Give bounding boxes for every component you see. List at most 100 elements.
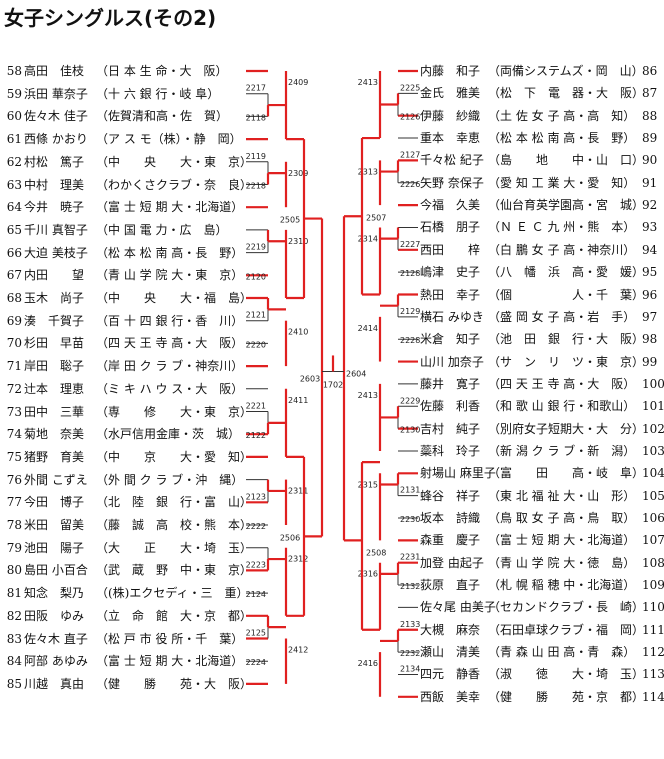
match-label: 2129 — [400, 307, 420, 316]
player-name: 阿部 あゆみ — [24, 654, 88, 669]
player-club: （和 歌 山 銀 行・和歌山） — [488, 399, 636, 414]
player-club: （八 幡 浜 高・愛 媛） — [488, 265, 645, 280]
player-name: 今井 暁子 — [24, 200, 85, 215]
match-label: 2126 — [400, 113, 420, 122]
player-name: 四元 静香 — [420, 667, 481, 682]
seed-number: 101 — [642, 399, 664, 414]
player-name: 蘂科 玲子 — [420, 443, 481, 458]
player-club: （ア ス モ（株）・静 岡） — [96, 132, 242, 147]
seed-number: 89 — [642, 131, 658, 146]
match-label: 2316 — [358, 570, 378, 579]
seed-number: 103 — [642, 443, 664, 458]
match-label: 2505 — [280, 216, 300, 225]
player-club: （専 修 大・東 京） — [96, 404, 253, 419]
player-club: （中 国 電 力・広 島） — [96, 222, 228, 237]
player-club: （松 戸 市 役 所・千 葉） — [96, 631, 244, 646]
player-name: 中村 理美 — [24, 177, 85, 192]
player-club: （水戸信用金庫・茨 城） — [96, 427, 241, 442]
match-label: 2120 — [246, 272, 266, 281]
seed-number: 107 — [642, 533, 664, 548]
match-label: 2218 — [246, 182, 266, 191]
player-name: 今福 久美 — [420, 198, 481, 213]
player-name: 外間 こずえ — [24, 472, 88, 487]
player-club: （両備システムズ・岡 山） — [488, 64, 644, 78]
seed-number: 114 — [642, 689, 664, 704]
player-name: 佐々尾 由美子 — [420, 600, 496, 615]
player-club: （青 山 学 院 大・徳 島） — [488, 555, 636, 570]
match-label: 2507 — [366, 213, 386, 222]
player-club: （松 下 電 器・大 阪） — [488, 86, 645, 101]
player-name: 吉村 純子 — [420, 421, 481, 436]
seed-number: 105 — [642, 488, 664, 503]
player-club: （盛 岡 女 子 高・岩 手） — [488, 309, 636, 324]
final-label: 1702 — [323, 380, 343, 389]
match-label: 2227 — [400, 240, 420, 249]
player-club: （(株)エクセディ・三 重） — [96, 586, 249, 601]
player-club: （鳥 取 女 子 高・鳥 取） — [488, 511, 636, 525]
match-label: 2130 — [400, 426, 420, 435]
player-club: （藤 誠 高 校・熊 本） — [96, 518, 253, 532]
seed-number: 113 — [642, 667, 664, 682]
player-name: 米田 留美 — [24, 518, 85, 532]
seed-number: 95 — [642, 265, 658, 280]
player-club: （愛 知 工 業 大・愛 知） — [488, 175, 636, 190]
match-label: 2309 — [288, 169, 308, 178]
match-label: 2508 — [366, 549, 386, 558]
seed-number: 79 — [6, 540, 22, 555]
player-name: 田阪 ゆみ — [24, 608, 85, 623]
seed-number: 100 — [642, 376, 664, 391]
player-name: 浜田 華奈子 — [24, 86, 88, 101]
match-label: 2230 — [400, 515, 420, 524]
match-label: 2416 — [358, 659, 378, 668]
match-label: 2219 — [246, 243, 266, 252]
player-name: 射場山 麻里子 — [420, 466, 496, 481]
player-name: 知念 梨乃 — [24, 586, 85, 601]
seed-number: 70 — [6, 336, 22, 351]
player-club: （武 蔵 野 中・東 京） — [96, 563, 253, 578]
player-club: （富 士 短 期 大・北海道） — [96, 654, 244, 669]
player-name: 玉木 尚子 — [24, 291, 85, 305]
player-name: 伊藤 紗織 — [420, 108, 481, 123]
player-club: （日 本 生 命・大 阪） — [96, 64, 228, 78]
player-club: （健 勝 苑・大 阪） — [96, 676, 253, 691]
match-label: 2409 — [288, 78, 308, 87]
seed-number: 96 — [642, 287, 658, 302]
player-name: 池田 陽子 — [24, 540, 85, 555]
player-name: 坂本 詩織 — [420, 511, 481, 525]
match-label: 2134 — [400, 664, 420, 673]
player-club: （松 本 松 南 高・長 野） — [96, 245, 244, 260]
player-club: （石田卓球クラブ・福 岡） — [488, 622, 645, 637]
seed-number: 71 — [6, 359, 22, 374]
page-title: 女子シングルス(その2) — [4, 6, 217, 30]
match-label: 2217 — [246, 84, 266, 93]
player-club: （ミ キ ハ ウ ス・大 阪） — [96, 381, 244, 396]
player-name: 米倉 知子 — [420, 332, 481, 347]
player-name: 佐藤 利香 — [420, 399, 481, 414]
player-name: 蜂谷 祥子 — [420, 488, 481, 503]
seed-number: 78 — [6, 518, 22, 532]
seed-number: 86 — [642, 64, 658, 78]
seed-number: 98 — [642, 332, 658, 347]
seed-number: 67 — [6, 268, 22, 283]
player-club: （富 士 短 期 大・北海道） — [488, 533, 636, 548]
player-club: （東 北 福 祉 大・山 形） — [488, 488, 636, 503]
match-label: 2118 — [246, 113, 266, 122]
player-name: 金氏 雅美 — [420, 86, 481, 101]
match-label: 2132 — [400, 582, 420, 591]
match-label: 2311 — [288, 487, 308, 496]
player-name: 湊 千賀子 — [24, 313, 85, 328]
match-label: 2410 — [288, 328, 308, 337]
player-club: （サ ン リ ツ・東 京） — [488, 354, 645, 369]
seed-number: 82 — [6, 608, 22, 623]
match-label: 2125 — [246, 629, 266, 638]
seed-number: 108 — [642, 555, 664, 570]
player-name: 石橋 朋子 — [420, 220, 481, 235]
match-label: 2411 — [288, 396, 308, 405]
match-label: 2506 — [280, 533, 300, 542]
player-club: （四 天 王 寺 高・大 阪） — [96, 336, 244, 351]
player-club: （島 地 中・山 口） — [488, 153, 645, 168]
player-club: （別府女子短期大・大 分） — [488, 421, 645, 436]
match-label: 2221 — [246, 402, 266, 411]
player-club: （富 田 高・岐 阜） — [488, 466, 645, 481]
player-club: （北 陸 銀 行・富 山） — [96, 495, 253, 510]
